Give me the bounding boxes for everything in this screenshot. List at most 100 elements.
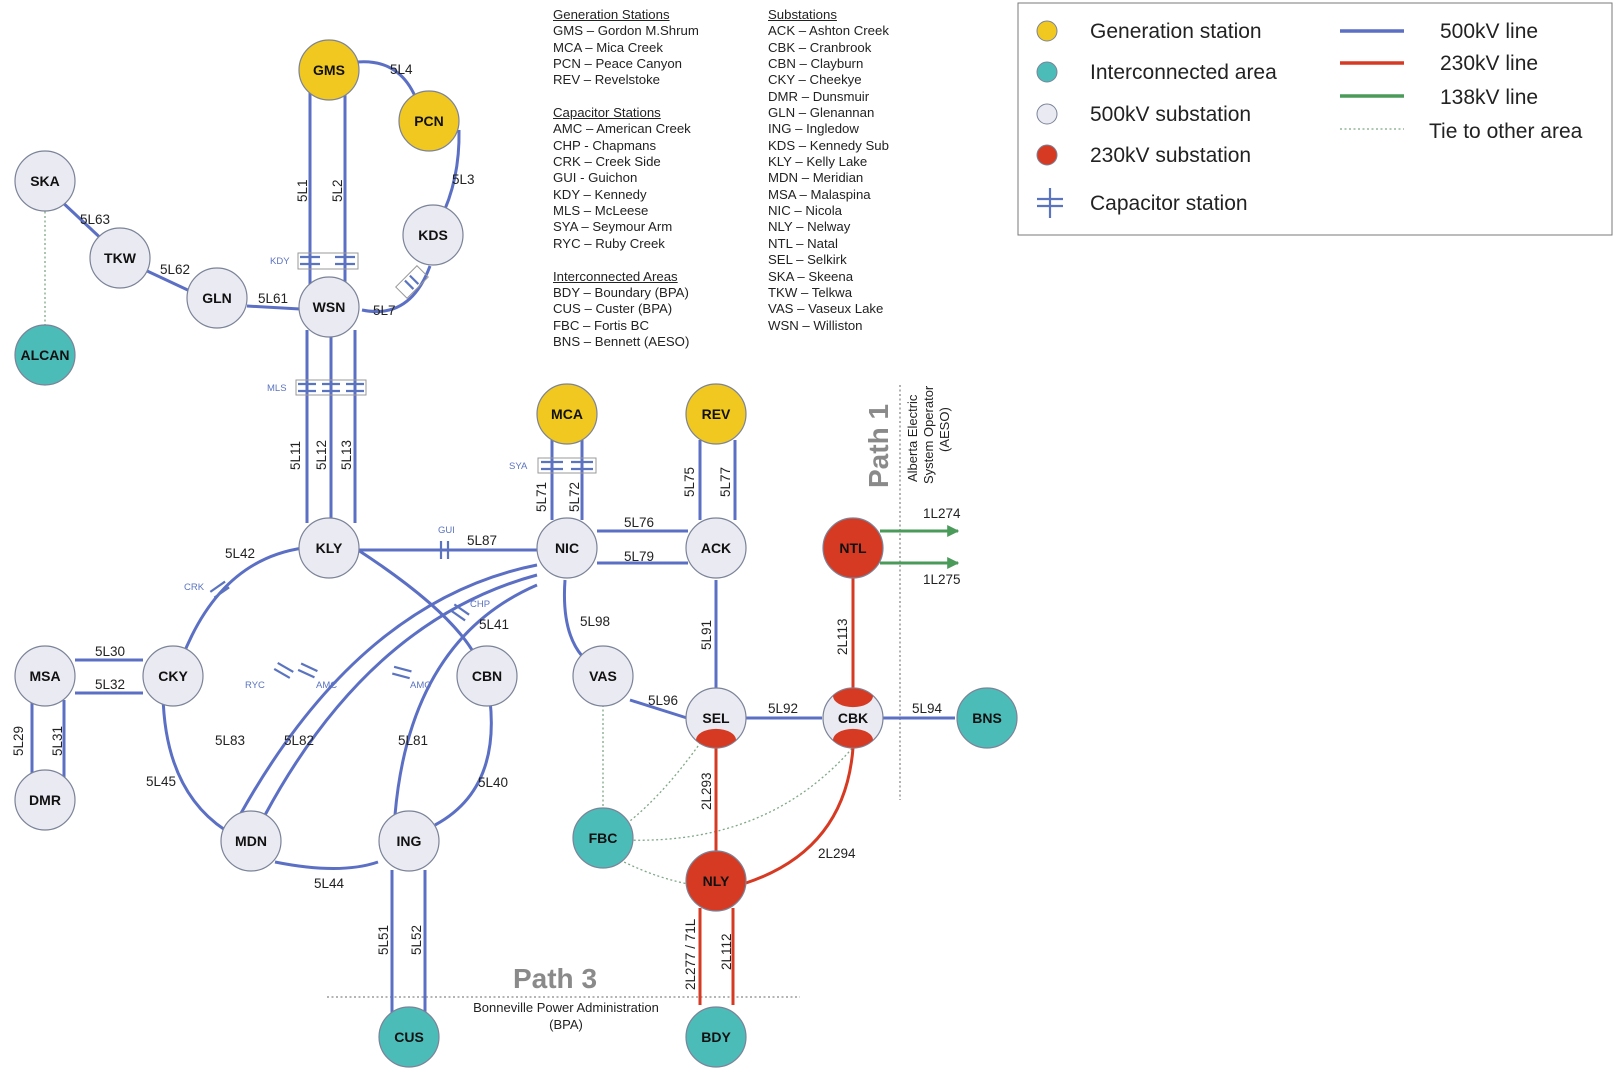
lbl-5L71: 5L71 bbox=[534, 482, 549, 512]
abbr-capacitor-heading: Capacitor Stations bbox=[553, 105, 661, 121]
label-cbk: CBK bbox=[838, 710, 868, 726]
abbr-item: VAS – Vaseux Lake bbox=[768, 301, 884, 317]
lbl-5L41: 5L41 bbox=[479, 617, 509, 632]
label-ska: SKA bbox=[30, 173, 60, 189]
lbl-5L72: 5L72 bbox=[567, 482, 582, 512]
node-rev[interactable] bbox=[685, 383, 747, 445]
label-wsn: WSN bbox=[313, 299, 346, 315]
line-5L83 bbox=[238, 563, 538, 816]
node-wsn[interactable] bbox=[298, 276, 360, 338]
lbl-5L63: 5L63 bbox=[80, 212, 110, 227]
line-5L82 bbox=[263, 573, 538, 816]
path3-sub-1: Bonneville Power Administration bbox=[473, 1000, 659, 1015]
abbr-item: SKA – Skeena bbox=[768, 268, 854, 284]
node-gln[interactable] bbox=[186, 267, 248, 329]
lbl-5L29: 5L29 bbox=[11, 726, 26, 756]
path1-title: Path 1 bbox=[863, 404, 894, 488]
lbl-5L42: 5L42 bbox=[225, 546, 255, 561]
lines-138kv bbox=[880, 525, 960, 569]
tie-cbk-fbc bbox=[624, 744, 856, 841]
abbr-item: BDY – Boundary (BPA) bbox=[553, 284, 689, 300]
legend-500-line-label: 500kV line bbox=[1440, 20, 1538, 43]
abbr-item: MDN – Meridian bbox=[768, 170, 864, 186]
lbl-5L2: 5L2 bbox=[330, 179, 345, 202]
abbr-item: ACK – Ashton Creek bbox=[768, 23, 889, 39]
line-5L96 bbox=[629, 698, 688, 720]
node-bns[interactable] bbox=[956, 687, 1018, 749]
node-nic[interactable] bbox=[536, 517, 598, 579]
line-5L40 bbox=[434, 699, 493, 827]
node-dmr[interactable] bbox=[14, 769, 76, 831]
lbl-5L44: 5L44 bbox=[314, 876, 345, 891]
legend-capacitor-swatch bbox=[1037, 188, 1063, 218]
cbk-230-cap-bottom bbox=[833, 728, 873, 748]
abbr-item: REV – Revelstoke bbox=[553, 72, 661, 88]
capacitor-mls bbox=[295, 379, 367, 396]
node-kds[interactable] bbox=[402, 204, 464, 266]
cbk-230-cap-top bbox=[833, 688, 873, 708]
node-nly[interactable] bbox=[685, 850, 747, 912]
node-cbn[interactable] bbox=[456, 645, 518, 707]
lbl-5L32: 5L32 bbox=[95, 677, 125, 692]
label-gln: GLN bbox=[202, 290, 232, 306]
node-mdn[interactable] bbox=[220, 810, 282, 872]
cap-lbl-gui: GUI bbox=[438, 525, 455, 536]
node-msa[interactable] bbox=[14, 645, 76, 707]
cap-lbl-sya: SYA bbox=[509, 461, 528, 472]
node-ack[interactable] bbox=[685, 517, 747, 579]
capacitor-crk bbox=[209, 580, 230, 599]
abbr-item: CHP - Chapmans bbox=[553, 137, 657, 153]
line-5L45 bbox=[161, 694, 226, 832]
cap-lbl-kdy: KDY bbox=[270, 256, 290, 267]
node-tkw[interactable] bbox=[89, 227, 151, 289]
node-kly[interactable] bbox=[298, 517, 360, 579]
abbr-item: AMC – American Creek bbox=[553, 121, 691, 137]
abbr-interconnected-heading: Interconnected Areas bbox=[553, 268, 678, 284]
combined-substation-caps bbox=[696, 688, 873, 748]
label-tkw: TKW bbox=[104, 250, 137, 266]
lbl-5L11: 5L11 bbox=[288, 441, 303, 470]
abbr-item: CKY – Cheekye bbox=[768, 72, 862, 88]
legend-230-line-label: 230kV line bbox=[1440, 52, 1538, 75]
lines-230kv bbox=[698, 578, 855, 1005]
lbl-2L293: 2L293 bbox=[699, 772, 714, 810]
abbr-item: BNS – Bennett (AESO) bbox=[553, 333, 690, 349]
line-5L81 bbox=[393, 583, 538, 816]
node-fbc[interactable] bbox=[572, 807, 634, 869]
line-5L7 bbox=[361, 265, 432, 313]
abbr-generation-heading: Generation Stations bbox=[553, 7, 670, 22]
cap-lbl-ryc: RYC bbox=[245, 680, 265, 691]
legend: Generation station Interconnected area 5… bbox=[1017, 2, 1613, 236]
lbl-5L45: 5L45 bbox=[146, 774, 176, 789]
node-ing[interactable] bbox=[378, 810, 440, 872]
lbl-5L13: 5L13 bbox=[339, 440, 354, 470]
node-mca[interactable] bbox=[536, 383, 598, 445]
legend-capacitor-label: Capacitor station bbox=[1090, 192, 1248, 215]
lbl-5L83: 5L83 bbox=[215, 733, 245, 748]
node-cus[interactable] bbox=[378, 1006, 440, 1068]
node-labels: GMS PCN KDS WSN SKA TKW GLN ALCAN KLY NI… bbox=[21, 62, 1002, 1045]
lbl-5L31: 5L31 bbox=[50, 726, 65, 756]
node-alcan[interactable] bbox=[14, 324, 76, 386]
capacitor-labels: KDY MLS SYA GUI CRK CHP RYC AMC AMC bbox=[184, 256, 528, 691]
label-dmr: DMR bbox=[29, 792, 61, 808]
node-ska[interactable] bbox=[14, 150, 76, 212]
node-ntl[interactable] bbox=[822, 517, 884, 579]
sel-230-cap bbox=[696, 728, 736, 748]
abbr-item: FBC – Fortis BC bbox=[553, 317, 649, 333]
node-bdy[interactable] bbox=[685, 1006, 747, 1068]
lbl-1L274: 1L274 bbox=[923, 506, 961, 521]
lbl-5L40: 5L40 bbox=[478, 775, 508, 790]
node-gms[interactable] bbox=[298, 39, 360, 101]
legend-generation-swatch bbox=[1036, 20, 1058, 42]
line-5L42 bbox=[180, 546, 304, 659]
node-cky[interactable] bbox=[142, 645, 204, 707]
abbr-item: GLN – Glenannan bbox=[768, 105, 875, 121]
node-pcn[interactable] bbox=[398, 90, 460, 152]
label-bdy: BDY bbox=[701, 1029, 731, 1045]
lbl-5L77: 5L77 bbox=[718, 467, 733, 497]
path3-sub-2: (BPA) bbox=[549, 1017, 583, 1032]
legend-generation-label: Generation station bbox=[1090, 20, 1262, 43]
node-vas[interactable] bbox=[572, 645, 634, 707]
